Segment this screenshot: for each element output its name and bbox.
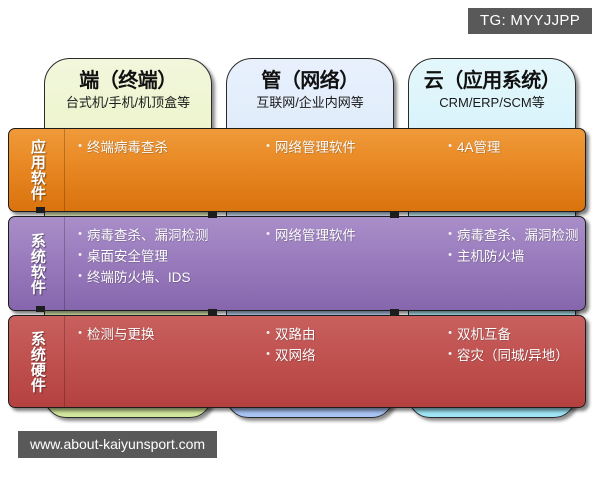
row-label-text: 系统软件 [28, 232, 46, 295]
list-item-label: 桌面安全管理 [87, 249, 168, 265]
cell-sys-cloud: • 病毒查杀、漏洞检测 • 主机防火墙 [443, 217, 585, 310]
bullet-icon: • [266, 327, 270, 339]
list-item-label: 主机防火墙 [457, 249, 525, 265]
column-subtitle: CRM/ERP/SCM等 [439, 95, 545, 111]
list-item: • 病毒查杀、漏洞检测 [73, 226, 253, 245]
list-item-label: 容灾（同城/异地） [457, 348, 569, 364]
column-edge-nub [390, 212, 399, 218]
list-item-label: 4A管理 [457, 140, 501, 155]
list-item-label: 双路由 [275, 327, 316, 342]
cell-hw-network: • 双路由 • 双网络 [261, 316, 441, 407]
column-title: 端（终端） [79, 70, 177, 93]
list-item-label: 病毒查杀、漏洞检测 [457, 228, 579, 243]
column-edge-nub [208, 309, 217, 315]
row-label: 系统软件 [9, 217, 65, 310]
list-item: • 终端防火墙、IDS [73, 268, 253, 287]
bullet-icon: • [448, 249, 452, 262]
cell-sys-terminal: • 病毒查杀、漏洞检测 • 桌面安全管理 • 终端防火墙、IDS [73, 217, 253, 310]
list-item: • 容灾（同城/异地） [443, 346, 585, 365]
row-band-system-hardware: 系统硬件 • 检测与更换 • 双路由 • 双网络 [8, 315, 586, 408]
bullet-icon: • [78, 140, 82, 152]
row-label-text: 系统硬件 [28, 330, 46, 393]
list-item: • 网络管理软件 [261, 138, 441, 157]
column-header-cloud: 云（应用系统） CRM/ERP/SCM等 [408, 58, 576, 124]
column-header-network: 管（网络） 互联网/企业内网等 [226, 58, 394, 124]
list-item-label: 终端病毒查杀 [87, 140, 168, 155]
list-item: • 终端病毒查杀 [73, 138, 253, 157]
list-item: • 病毒查杀、漏洞检测 [443, 226, 585, 245]
row-band-system-software: 系统软件 • 病毒查杀、漏洞检测 • 桌面安全管理 • 终端防火墙、IDS [8, 216, 586, 311]
column-edge-nub [390, 309, 399, 315]
cell-hw-cloud: • 双机互备 • 容灾（同城/异地） [443, 316, 585, 407]
column-edge-nub [208, 212, 217, 218]
list-item-label: 终端防火墙、IDS [87, 270, 191, 286]
column-title: 云（应用系统） [423, 70, 561, 93]
list-item: • 双网络 [261, 346, 441, 365]
column-header-terminal: 端（终端） 台式机/手机/机顶盒等 [44, 58, 212, 124]
bullet-icon: • [448, 327, 452, 339]
row-band-application-software: 应用软件 • 终端病毒查杀 • 网络管理软件 • 4A管理 [8, 128, 586, 212]
cell-hw-terminal: • 检测与更换 [73, 316, 253, 407]
list-item-label: 双机互备 [457, 327, 511, 342]
column-title: 管（网络） [261, 70, 359, 93]
row-cells: • 终端病毒查杀 • 网络管理软件 • 4A管理 [65, 129, 585, 211]
bullet-icon: • [266, 348, 270, 361]
bullet-icon: • [78, 228, 82, 240]
row-label-text: 应用软件 [28, 139, 46, 201]
cell-app-cloud: • 4A管理 [443, 129, 585, 211]
row-label: 应用软件 [9, 129, 65, 211]
list-item-label: 病毒查杀、漏洞检测 [87, 228, 209, 243]
column-edge-nub [36, 306, 45, 312]
bullet-icon: • [78, 327, 82, 339]
cell-app-network: • 网络管理软件 [261, 129, 441, 211]
list-item: • 网络管理软件 [261, 226, 441, 245]
site-watermark: www.about-kaiyunsport.com [18, 431, 218, 458]
row-cells: • 检测与更换 • 双路由 • 双网络 • 双机互备 [65, 316, 585, 407]
list-item-label: 网络管理软件 [275, 140, 356, 155]
cell-app-terminal: • 终端病毒查杀 [73, 129, 253, 211]
list-item: • 检测与更换 [73, 325, 253, 344]
cell-sys-network: • 网络管理软件 [261, 217, 441, 310]
bullet-icon: • [448, 228, 452, 240]
list-item: • 双路由 [261, 325, 441, 344]
bullet-icon: • [448, 348, 452, 361]
list-item: • 4A管理 [443, 138, 585, 157]
row-label: 系统硬件 [9, 316, 65, 407]
row-cells: • 病毒查杀、漏洞检测 • 桌面安全管理 • 终端防火墙、IDS • 网络管理软… [65, 217, 585, 310]
column-subtitle: 互联网/企业内网等 [256, 95, 364, 111]
bullet-icon: • [266, 228, 270, 240]
bullet-icon: • [266, 140, 270, 152]
bullet-icon: • [78, 270, 82, 283]
column-subtitle: 台式机/手机/机顶盒等 [65, 95, 191, 111]
column-edge-nub [36, 207, 45, 213]
list-item: • 主机防火墙 [443, 247, 585, 266]
bullet-icon: • [78, 249, 82, 262]
telegram-badge: TG: MYYJJPP [468, 8, 592, 34]
list-item: • 双机互备 [443, 325, 585, 344]
list-item-label: 双网络 [275, 348, 316, 364]
bullet-icon: • [448, 140, 452, 152]
list-item: • 桌面安全管理 [73, 247, 253, 266]
list-item-label: 网络管理软件 [275, 228, 356, 243]
list-item-label: 检测与更换 [87, 327, 155, 342]
